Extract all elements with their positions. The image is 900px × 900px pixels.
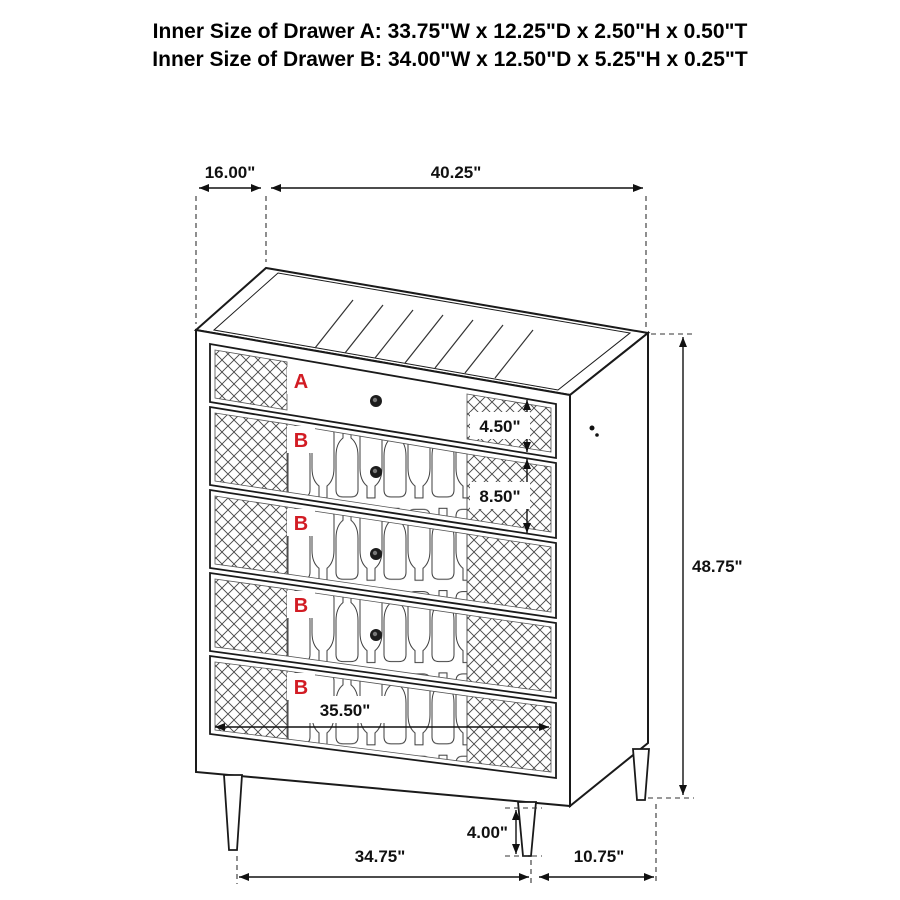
dim-leg-height: 4.00" [467,823,508,842]
drawer-b2-label-background [287,509,315,536]
drawer-a-label-background [287,367,315,394]
drawer-b1-label-background [287,426,315,453]
drawer-b1-knob-highlight [372,468,378,474]
drawer-b4-label: B [294,677,308,699]
drawer-b2-left-lattice-panel [214,495,288,575]
drawer-b3-knob-highlight [372,631,378,637]
cabinet-top-face-inner-edge [212,272,632,391]
cabinet-legs [223,748,650,857]
dimension-lines [199,184,687,881]
header-drawer-b-size: Inner Size of Drawer B: 34.00"W x 12.50"… [152,48,748,71]
drawer-b1-left-lattice-panel [214,412,288,493]
dim-base-front-width: 34.75" [355,847,406,866]
front-right-leg [517,801,537,857]
drawer-b3-right-lattice-panel [466,614,552,693]
dim-label-background [470,412,530,439]
drawer-b4-label-background [287,673,315,700]
dim-drawer-b-front-height: 8.50" [479,487,520,506]
drawer-b3-label-background [287,591,315,618]
drawer-b4-right-lattice-panel [466,695,552,773]
side-hardware-dot [595,433,599,437]
drawer-b1-label: B [294,430,308,452]
back-right-leg [632,748,650,801]
drawer-b3: B [209,571,557,700]
dim-top-width: 40.25" [431,163,482,182]
drawer-b3-left-lattice-panel [214,578,288,657]
dim-overall-height: 48.75" [692,557,743,576]
side-hardware-dot [589,425,595,431]
top-reflection-hatching [314,299,534,379]
dim-label-background [303,696,387,723]
dim-drawer-a-front-height: 4.50" [479,417,520,436]
extension-lines [195,196,694,884]
drawer-b2-label: B [294,513,308,535]
cabinet-drawing: A B B [193,266,651,857]
drawer-b2-knob-highlight [372,550,378,556]
header-drawer-a-size: Inner Size of Drawer A: 33.75"W x 12.25"… [153,20,748,43]
cabinet-side-face [569,330,649,809]
drawer-a-label: A [294,371,308,393]
dimension-annotations: 16.00" 40.25" 4.50" 8.50" 48.75" 35.50" … [195,163,743,884]
front-left-leg [223,774,243,851]
dim-top-depth: 16.00" [205,163,256,182]
dim-interior-width: 35.50" [320,701,371,720]
drawer-a-knob-highlight [372,397,378,403]
drawer-b2: B [209,488,557,620]
drawer-b2-right-lattice-panel [466,533,552,613]
drawer-b3-label: B [294,595,308,617]
dim-base-side-depth: 10.75" [574,847,625,866]
drawer-a-left-lattice-panel [214,349,288,411]
dim-label-background [470,482,530,509]
